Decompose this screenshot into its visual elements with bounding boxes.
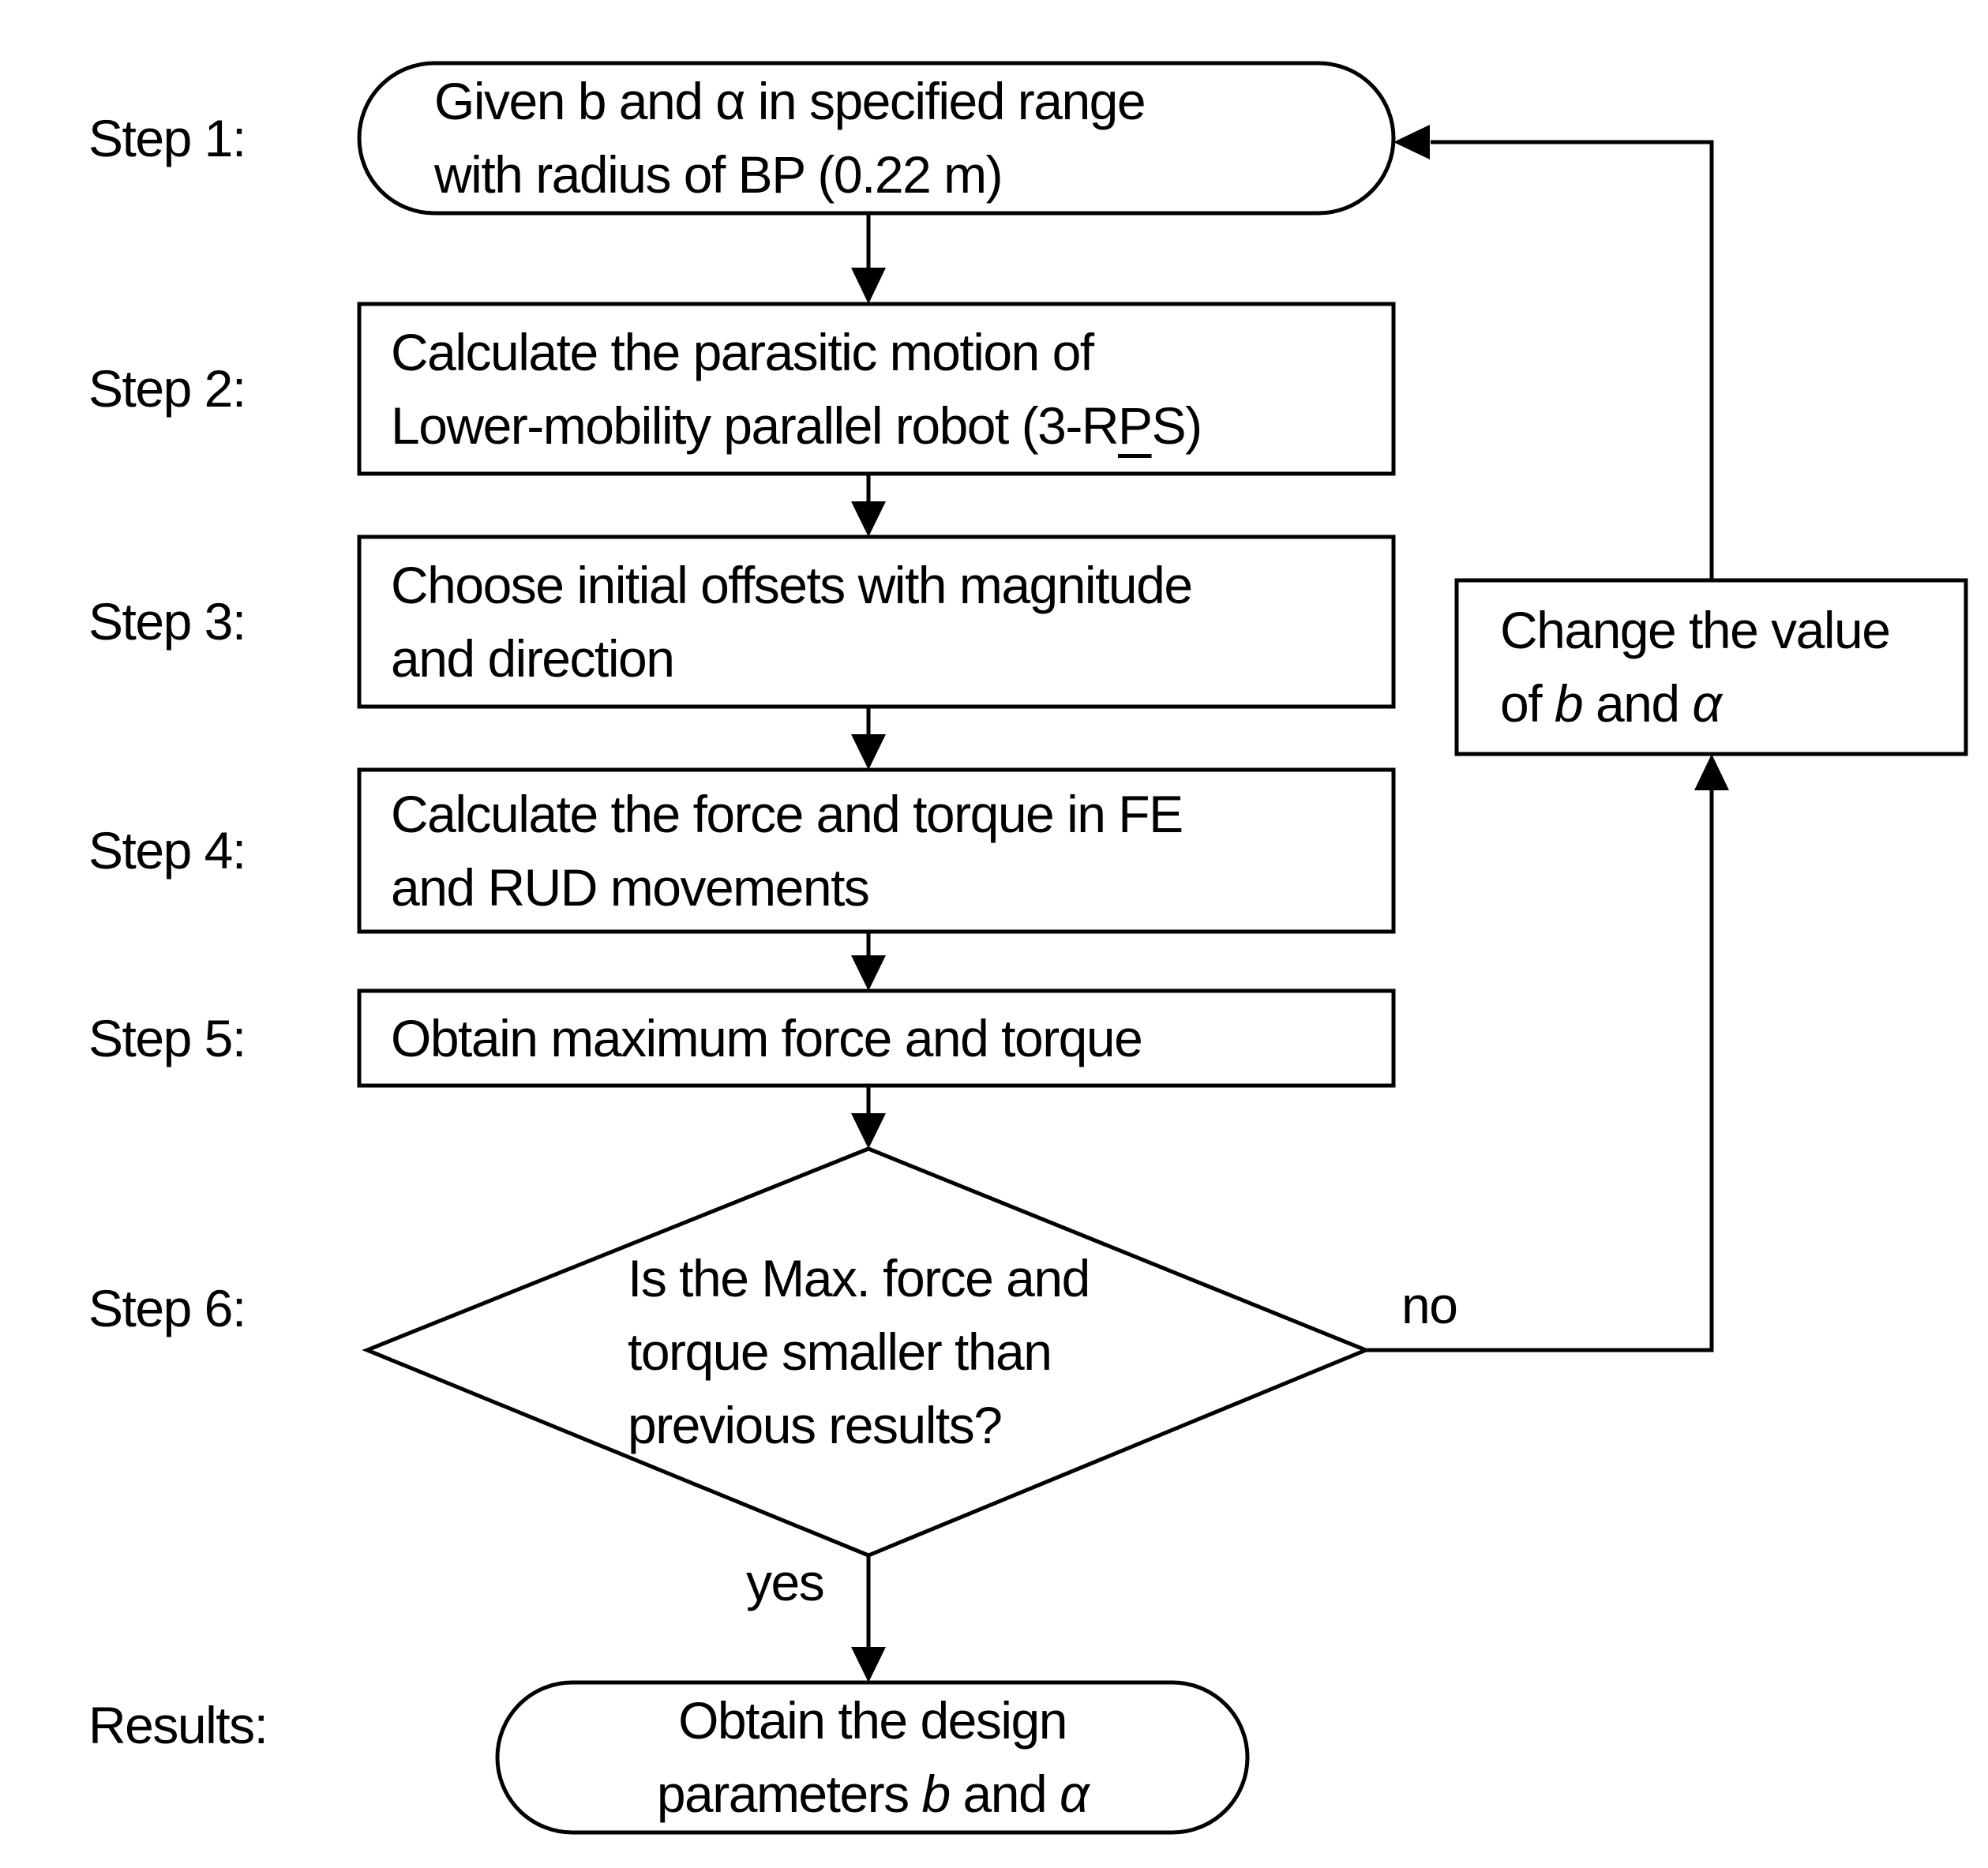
label-step6: Step 6: <box>88 1105 246 1512</box>
step5-text: Obtain maximum force and torque <box>391 991 1143 1086</box>
change-line2-b-italic: b <box>1554 674 1584 733</box>
label-step5: Step 5: <box>88 991 246 1086</box>
step3-line1: Choose initial offsets with magnitude <box>391 555 1193 614</box>
step2-line1: Calculate the parasitic motion of <box>391 322 1094 381</box>
arrow-step6-results-yes <box>851 1555 886 1682</box>
edge-label-no: no <box>1401 1269 1458 1342</box>
results-line2: parameters b and α <box>656 1757 1090 1831</box>
step2-line2: Lower-mobility parallel robot (3-RPS) <box>391 389 1202 463</box>
label-step1-text: Step 1: <box>88 108 246 167</box>
decision-step6 <box>362 1146 1371 1558</box>
edge-label-no-text: no <box>1401 1276 1458 1334</box>
label-step6-text: Step 6: <box>88 1279 246 1337</box>
step1-line1: Given b and α in specified range <box>434 72 1146 130</box>
process-step4 <box>357 767 1396 934</box>
label-step2: Step 2: <box>88 304 246 474</box>
arrow-step5-step6 <box>851 1086 886 1149</box>
results-line1: Obtain the design <box>678 1691 1067 1750</box>
step5-line1: Obtain maximum force and torque <box>391 1008 1143 1067</box>
step2-line2-seg3: S) <box>1151 396 1203 455</box>
step4-text: Calculate the force and torque in FE and… <box>391 770 1183 932</box>
arrow-step6-change-no <box>1366 754 1729 1352</box>
terminator-results <box>495 1680 1250 1835</box>
results-line2-b-italic: b <box>921 1765 951 1823</box>
process-step2 <box>357 302 1396 476</box>
label-step4-text: Step 4: <box>88 821 246 880</box>
arrow-step3-step4 <box>851 707 886 770</box>
label-results: Results: <box>88 1650 268 1800</box>
step2-line2-seg1: Lower-mobility parallel robot (3-R <box>391 396 1120 455</box>
step1-text: Given b and α in specified range with ra… <box>434 63 1146 213</box>
change-line2-seg1: of <box>1500 674 1555 733</box>
label-step3: Step 3: <box>88 537 246 707</box>
arrow-change-step1-loop <box>1393 125 1714 580</box>
step6-line2: torque smaller than <box>628 1322 1052 1381</box>
change-line2-alpha-italic: α <box>1692 674 1722 733</box>
edge-label-yes-text: yes <box>746 1553 825 1611</box>
terminator-step1 <box>357 61 1396 216</box>
step4-line2: and RUD movements <box>391 857 870 917</box>
step2-line2-seg2-underlined: P <box>1118 396 1153 455</box>
arrow-step1-step2 <box>851 213 886 304</box>
label-step4: Step 4: <box>88 770 246 932</box>
process-step3 <box>357 535 1396 709</box>
step6-line3: previous results? <box>628 1396 1003 1454</box>
change-line1: Change the value <box>1500 601 1891 659</box>
results-text: Obtain the design parameters b and α <box>497 1682 1247 1832</box>
label-step1: Step 1: <box>88 63 246 213</box>
label-step2-text: Step 2: <box>88 359 246 418</box>
label-step3-text: Step 3: <box>88 592 246 651</box>
step6-text: Is the Max. force and torque smaller tha… <box>628 1149 1090 1555</box>
step3-text: Choose initial offsets with magnitude an… <box>391 537 1193 707</box>
arrow-step2-step3 <box>851 474 886 537</box>
change-box-text: Change the value of b and α <box>1500 580 1891 754</box>
results-line2-seg1: parameters <box>656 1765 922 1823</box>
results-line2-seg3: and <box>949 1765 1060 1823</box>
process-step5 <box>357 988 1396 1088</box>
step6-line1: Is the Max. force and <box>628 1249 1090 1307</box>
step3-line2: and direction <box>391 628 675 688</box>
step4-line1: Calculate the force and torque in FE <box>391 784 1183 843</box>
results-line2-alpha-italic: α <box>1060 1765 1090 1823</box>
process-change-value <box>1454 578 1968 756</box>
edge-label-yes: yes <box>746 1546 825 1619</box>
change-line2: of b and α <box>1500 667 1889 741</box>
change-line2-seg3: and <box>1582 674 1693 733</box>
step1-line2: with radius of BP (0.22 m) <box>434 145 1003 204</box>
label-step5-text: Step 5: <box>88 1008 246 1067</box>
label-results-text: Results: <box>88 1695 268 1754</box>
arrow-step4-step5 <box>851 932 886 991</box>
step2-text: Calculate the parasitic motion of Lower-… <box>391 304 1202 474</box>
